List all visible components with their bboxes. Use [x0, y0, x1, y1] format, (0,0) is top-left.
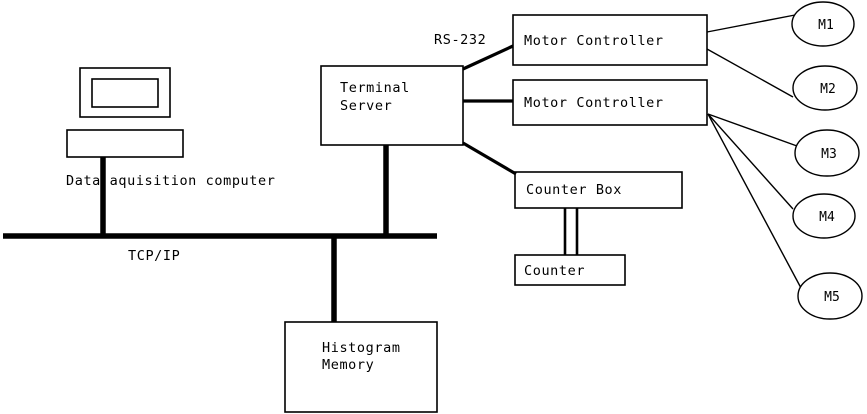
histogram-memory-label-line2: Memory: [322, 357, 374, 373]
motor-controller-1-label: Motor Controller: [524, 33, 664, 49]
motor-m1-ellipse: [791, 1, 855, 47]
rs-232-label: RS-232: [434, 32, 486, 48]
counter-box-box: [514, 171, 683, 209]
link-motor-controller-1-to-m1: [706, 14, 796, 33]
motor-controller-2-label: Motor Controller: [524, 95, 664, 111]
link-motor-controller-1-to-m2: [706, 48, 794, 98]
motor-m4-label: M4: [819, 210, 835, 225]
motor-m1-label: M1: [818, 18, 834, 33]
link-motor-controller-2-to-m5: [707, 113, 802, 289]
motor-controller-1-box: [512, 14, 708, 66]
data-acquisition-computer-label: Data aquisition computer: [66, 173, 275, 189]
link-terminal-server-to-counter-box: [462, 141, 517, 176]
terminal-server-box: [320, 65, 464, 146]
histogram-memory-box: [284, 321, 438, 413]
motor-m5-ellipse: [797, 272, 863, 320]
motor-m2-ellipse: [792, 65, 858, 111]
motor-m3-label: M3: [821, 147, 837, 162]
motor-m4-ellipse: [792, 193, 856, 239]
terminal-server-label-line1: Terminal: [340, 80, 410, 96]
link-terminal-server-to-motor-controller-1: [462, 44, 514, 71]
link-motor-controller-2-to-m3: [707, 113, 798, 147]
terminal-server-label-line2: Server: [340, 98, 392, 114]
counter-label: Counter: [524, 263, 585, 279]
monitor-screen-box: [91, 78, 159, 108]
link-motor-controller-2-to-m4: [707, 113, 794, 210]
histogram-memory-label-line1: Histogram: [322, 340, 401, 356]
counter-box: [514, 254, 626, 286]
tcp-ip-label: TCP/IP: [128, 248, 180, 264]
counter-box-label: Counter Box: [526, 182, 622, 198]
motor-m5-label: M5: [824, 290, 840, 305]
computer-base-box: [66, 129, 184, 158]
motor-m3-ellipse: [794, 129, 860, 177]
motor-m2-label: M2: [820, 82, 836, 97]
